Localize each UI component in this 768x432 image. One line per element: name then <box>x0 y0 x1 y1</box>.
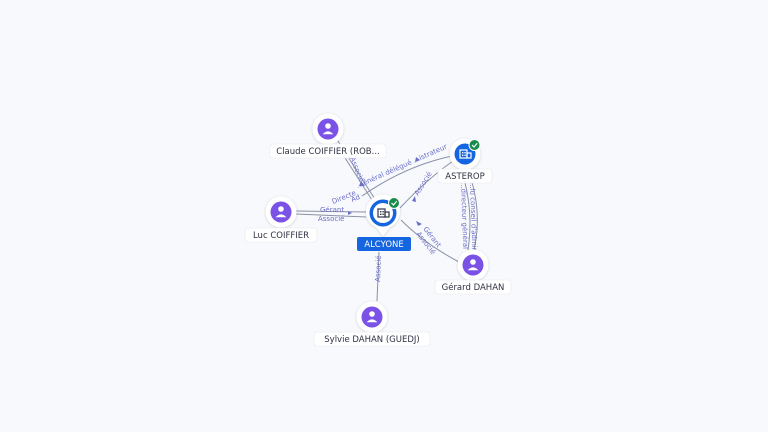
node-label: Luc COIFFIER <box>253 231 309 241</box>
edge-label: Associé <box>374 255 383 282</box>
node-label: Sylvie DAHAN (GUEDJ) <box>324 335 419 345</box>
person-icon <box>366 311 378 323</box>
node-luc[interactable]: Luc COIFFIER <box>244 196 318 243</box>
building-icon <box>459 149 472 159</box>
edge-asterop-main[interactable] <box>399 160 454 209</box>
building-icon <box>377 208 390 218</box>
edge-label: ...lu conseil d'admini <box>468 182 479 254</box>
person-icon <box>467 259 479 271</box>
edge-label: Associé <box>413 170 434 197</box>
node-alcyone[interactable]: ALCYONE <box>357 194 411 251</box>
node-asterop[interactable]: ASTEROP <box>437 138 493 184</box>
edge-label: Gérant <box>320 206 344 214</box>
edge-luc-main[interactable] <box>295 210 367 218</box>
node-label: ALCYONE <box>364 240 403 250</box>
edge-label: ...directeur général <box>459 182 469 249</box>
edge-gerard-main[interactable] <box>400 219 460 263</box>
edge-claude-asterop[interactable] <box>361 155 453 197</box>
edge-label: Ad <box>350 193 361 204</box>
check-badge-icon <box>468 139 481 151</box>
node-label: Gérard DAHAN <box>442 282 505 293</box>
edge-label: Associé <box>318 215 344 223</box>
edge-sylvie-main[interactable] <box>376 251 380 302</box>
check-badge-icon <box>388 197 400 209</box>
person-icon <box>275 206 287 218</box>
node-claude[interactable]: Claude COIFFIER (ROB... <box>269 113 387 159</box>
node-label: ASTEROP <box>445 172 485 182</box>
person-icon <box>322 123 334 135</box>
node-label: Claude COIFFIER (ROB... <box>276 147 379 157</box>
node-gerard[interactable]: Gérard DAHAN <box>434 249 512 295</box>
node-sylvie[interactable]: Sylvie DAHAN (GUEDJ) <box>313 301 431 347</box>
